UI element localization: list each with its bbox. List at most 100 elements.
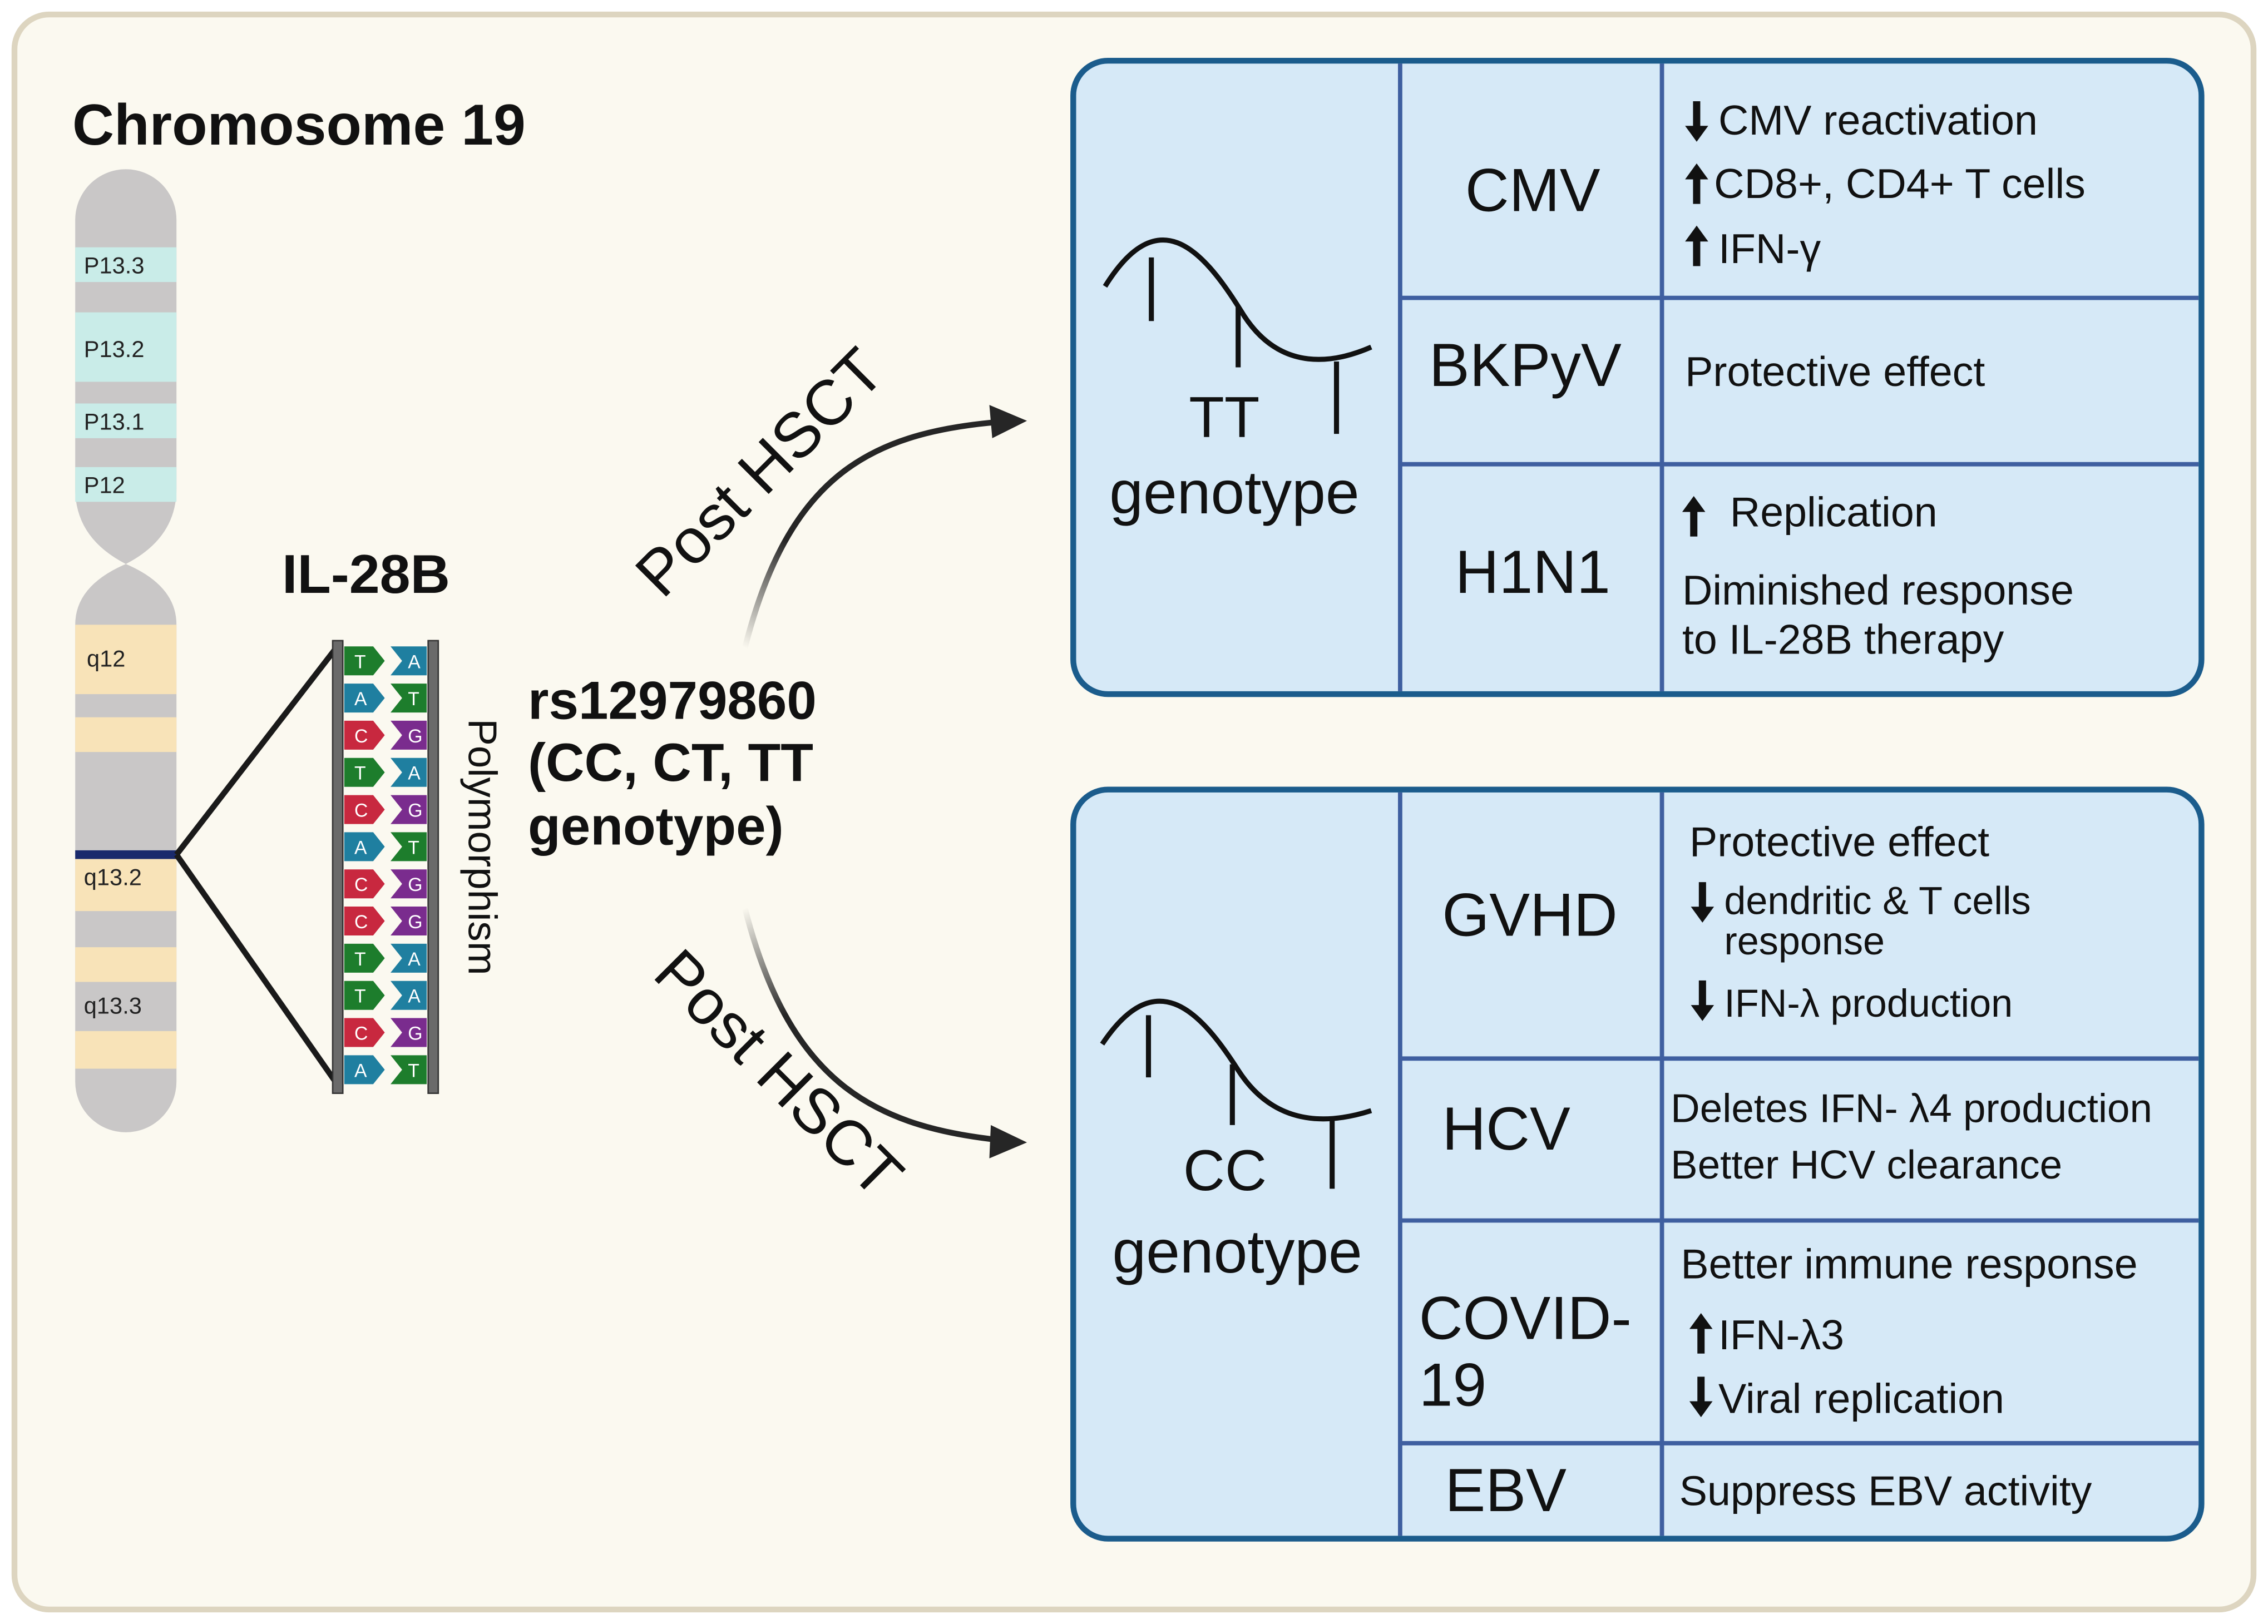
dna-base-letter-left: T <box>354 651 366 672</box>
down-arrow-icon <box>1685 101 1708 142</box>
tt-genotype-word: genotype <box>1109 459 1359 527</box>
cc-genotype-code: CC <box>1183 1138 1267 1203</box>
gene-name: IL-28B <box>282 543 450 605</box>
chromosome-q-arm <box>75 564 177 1132</box>
dna-base-right <box>391 720 427 750</box>
dna-base-left <box>344 981 385 1010</box>
dna-base-left <box>344 720 385 750</box>
dna-base-left <box>344 684 385 713</box>
dna-base-letter-right: G <box>408 874 422 895</box>
dna-base-left <box>344 646 385 676</box>
dna-base-right <box>391 1018 427 1047</box>
dna-base-right <box>391 1055 427 1085</box>
band-label-q12: q12 <box>87 646 125 672</box>
dna-base-right <box>391 684 427 713</box>
dna-base-letter-right: A <box>408 949 421 970</box>
dna-base-right <box>391 832 427 861</box>
dna-base-letter-right: T <box>408 837 419 858</box>
down-arrow-icon <box>1691 980 1714 1021</box>
cc-hcv-effect-2: Better HCV clearance <box>1671 1142 2062 1187</box>
cc-gvhd-effect-4: IFN-λ production <box>1724 981 2013 1025</box>
band-label-q13-2: q13.2 <box>84 864 142 890</box>
dna-base-left <box>344 869 385 899</box>
dna-backbone-right <box>427 640 439 1095</box>
dna-base-right <box>391 869 427 899</box>
dna-base-letter-right: G <box>408 800 422 821</box>
dna-base-letter-right: A <box>408 651 421 672</box>
dna-base-letter-left: C <box>354 800 368 821</box>
chromosome-title: Chromosome 19 <box>72 93 526 157</box>
snp-genotypes: (CC, CT, TT <box>528 733 813 793</box>
cc-gvhd-effect-3: response <box>1724 919 1885 963</box>
dna-base-left <box>344 943 385 973</box>
band-label-p13-1: P13.1 <box>84 408 145 434</box>
zoom-line-lower <box>174 853 341 1088</box>
up-arrow-icon <box>1685 163 1708 204</box>
band-label-q13-3: q13.3 <box>84 993 142 1019</box>
dna-base-right <box>391 943 427 973</box>
cc-panel-box <box>1070 786 2205 1542</box>
cc-ebv-effect-1: Suppress EBV activity <box>1679 1468 2092 1514</box>
down-arrow-icon <box>1689 1377 1713 1418</box>
dna-base-right <box>391 757 427 787</box>
dna-base-letter-left: T <box>354 986 366 1007</box>
band-p13-2 <box>75 312 177 382</box>
cc-genotype-panel: CC genotype GVHD HCV COVID- 19 EBV Prote… <box>1070 786 2205 1542</box>
dna-base-letter-right: A <box>408 763 421 784</box>
cc-gvhd-effect-1: Protective effect <box>1689 818 1989 865</box>
dna-base-letter-right: T <box>408 1060 419 1081</box>
tt-disease-cmv: CMV <box>1465 157 1600 225</box>
dna-base-letter-left: C <box>354 874 368 895</box>
dna-base-letter-left: C <box>354 912 368 933</box>
cc-genotype-word: genotype <box>1112 1218 1362 1286</box>
snp-id: rs12979860 <box>528 671 817 730</box>
tt-h1n1-effect-1: Replication <box>1730 488 1938 535</box>
up-arrow-icon <box>1682 496 1706 537</box>
chromosome-19: P13.3 P13.2 P13.1 P12 q12 q13.2 q13.3 <box>75 169 177 1132</box>
zoom-line-upper <box>174 643 341 856</box>
dna-base-right <box>391 907 427 936</box>
cc-disease-gvhd: GVHD <box>1442 881 1617 949</box>
dna-base-right <box>391 981 427 1010</box>
tt-genotype-code: TT <box>1189 385 1259 449</box>
tt-disease-bkpyv: BKPyV <box>1429 331 1622 399</box>
dna-base-letter-right: T <box>408 689 419 710</box>
band-label-p13-3: P13.3 <box>84 252 145 278</box>
dna-base-letter-left: T <box>354 763 366 784</box>
band-label-p12: P12 <box>84 472 125 498</box>
up-arrow-icon <box>1685 225 1708 266</box>
dna-base-left <box>344 832 385 861</box>
tt-genotype-panel: TT genotype CMV BKPyV H1N1 CMV reactivat… <box>1070 58 2205 697</box>
dna-backbone-left <box>332 640 344 1095</box>
band-q13-4 <box>75 1031 177 1069</box>
il28b-locus-mark <box>75 850 177 859</box>
band-q13-1 <box>75 717 177 752</box>
dna-base-letter-left: T <box>354 949 366 970</box>
up-arrow-icon <box>1689 1313 1713 1354</box>
band-q13-32 <box>75 947 177 982</box>
dna-base-letter-right: G <box>408 1023 422 1044</box>
snp-genotypes-end: genotype) <box>528 797 784 856</box>
band-q13-2 <box>75 856 177 912</box>
dna-base-left <box>344 757 385 787</box>
cc-covid-effect-3: Viral replication <box>1718 1375 2004 1422</box>
band-q12 <box>75 625 177 695</box>
tt-h1n1-effect-2: Diminished response <box>1682 567 2074 613</box>
polymorphism-label: Polymorphism <box>459 719 505 975</box>
tt-h1n1-effect-3: to IL-28B therapy <box>1682 616 2004 662</box>
tt-disease-h1n1: H1N1 <box>1455 538 1610 606</box>
band-label-p13-2: P13.2 <box>84 336 145 362</box>
dna-base-letter-left: C <box>354 1023 368 1044</box>
dna-base-letter-left: A <box>354 689 367 710</box>
arrow-head-tt <box>989 405 1027 438</box>
tt-cmv-effect-2: CD8+, CD4+ T cells <box>1714 160 2086 207</box>
